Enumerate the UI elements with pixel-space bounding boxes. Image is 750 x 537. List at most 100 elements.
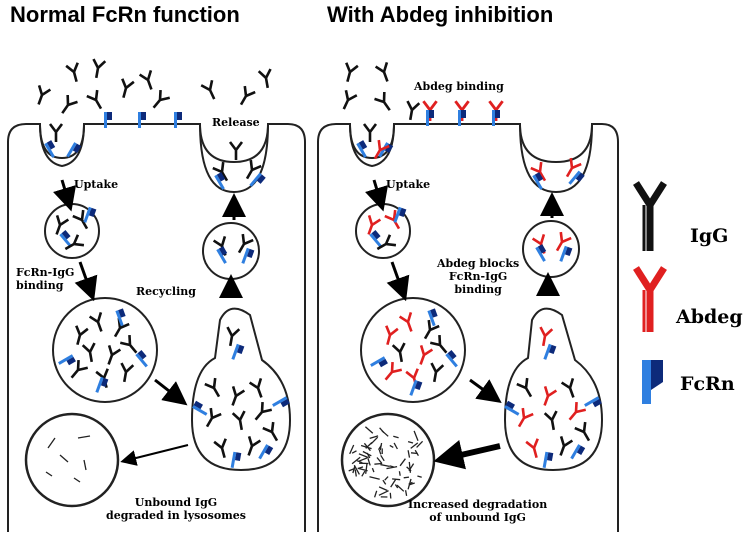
legend-label-abdeg: Abdeg	[676, 306, 743, 328]
abdeg-icon	[633, 266, 667, 332]
right-release-pit	[519, 123, 593, 194]
igg-molecule	[374, 91, 391, 111]
igg-molecule	[121, 78, 135, 98]
arrow-to-sorting-right	[469, 378, 502, 404]
fcrn-receptor	[138, 112, 146, 128]
igg-molecule	[262, 421, 279, 442]
label-abdeg-binding: Abdeg binding	[414, 80, 504, 93]
right-sorting-endosome	[503, 307, 604, 472]
fcrn-receptor	[427, 308, 438, 327]
igg-molecule	[574, 421, 591, 442]
igg-molecule	[61, 94, 78, 114]
igg-molecule	[226, 326, 241, 347]
right-uptake-pit	[349, 123, 395, 168]
fcrn-receptor	[426, 110, 434, 126]
abdeg-molecule	[367, 215, 382, 235]
fcrn-receptor	[584, 396, 602, 408]
fcrn-receptor	[568, 170, 585, 185]
igg-molecule	[376, 234, 397, 251]
igg-molecule	[86, 89, 103, 110]
igg-molecule	[391, 342, 406, 363]
molecule-layer	[37, 58, 602, 469]
arrow-degrade-right	[433, 440, 501, 470]
igg-molecule	[374, 62, 389, 82]
igg-molecule	[362, 123, 378, 142]
fcrn-receptor	[272, 396, 290, 408]
fcrn-receptor	[115, 308, 126, 327]
right-degraded-fragments	[348, 426, 424, 499]
igg-molecule	[560, 378, 575, 398]
fcrn-receptor	[458, 110, 466, 126]
fcrn-receptor	[95, 376, 109, 393]
fcrn-receptor	[104, 112, 112, 128]
arrow-binding-right	[386, 261, 410, 302]
left-sorting-endosome	[190, 307, 292, 472]
igg-molecule	[119, 334, 138, 354]
igg-molecule	[75, 325, 89, 345]
arrow-to-sorting-left	[154, 378, 188, 406]
igg-molecule	[228, 141, 244, 160]
fcrn-receptor	[58, 354, 76, 366]
fcrn-receptor	[231, 343, 245, 360]
igg-molecule	[257, 68, 272, 89]
fcrn-receptor	[66, 142, 82, 158]
right-endosome	[360, 297, 466, 403]
left-uptake-pit	[39, 123, 85, 168]
arrow-degrade-left	[120, 444, 189, 466]
legend-label-igg: IgG	[690, 225, 729, 247]
fcrn-receptor	[532, 172, 544, 190]
abdeg-molecule	[525, 438, 539, 458]
fcrn-receptor	[216, 246, 228, 264]
igg-molecule	[231, 386, 246, 406]
fcrn-receptor	[258, 444, 274, 460]
right-panel-title: With Abdeg inhibition	[327, 2, 554, 27]
igg-molecule	[65, 62, 79, 82]
fcrn-receptor	[174, 112, 182, 128]
fcrn-receptor	[135, 350, 148, 368]
igg-molecule	[138, 70, 153, 90]
igg-molecule	[48, 123, 64, 142]
left-panel-title: Normal FcRn function	[10, 2, 240, 27]
igg-molecule	[423, 319, 440, 340]
abdeg-molecule	[385, 325, 399, 345]
igg-molecule	[254, 401, 273, 421]
abdeg-molecule	[419, 345, 434, 365]
fcrn-receptor	[241, 247, 255, 264]
abdeg-molecule	[568, 401, 587, 421]
fcrn-receptor	[370, 356, 388, 368]
abdeg-molecule	[517, 407, 534, 428]
fcrn-receptor	[192, 400, 208, 416]
fcrn-receptor	[543, 343, 557, 360]
fcrn-receptor	[445, 350, 458, 368]
igg-molecule	[245, 159, 262, 180]
left-release-pit	[199, 123, 269, 194]
abdeg-molecule	[565, 157, 582, 178]
right-cell-membrane	[317, 123, 619, 532]
igg-molecule	[543, 410, 558, 431]
igg-molecule	[55, 215, 70, 235]
fcrn-receptor	[542, 451, 554, 469]
igg-molecule	[213, 438, 227, 458]
label-unbound-degraded: Unbound IgG degraded in lysosomes	[106, 496, 246, 522]
arrow-uptake-left	[53, 179, 77, 212]
igg-molecule	[247, 436, 262, 456]
left-cell-membrane	[7, 123, 306, 532]
igg-molecule	[152, 89, 171, 109]
abdeg-molecule	[539, 326, 554, 347]
igg-molecule	[204, 377, 221, 398]
fcrn-receptor	[559, 245, 573, 262]
fcrn-receptor	[214, 172, 226, 190]
igg-molecule	[70, 359, 89, 379]
label-increased-degradation: Increased degradation of unbound IgG	[408, 498, 548, 524]
label-release: Release	[212, 116, 260, 129]
igg-molecule	[430, 362, 445, 383]
label-recycling: Recycling	[136, 285, 196, 298]
abdeg-molecule	[555, 231, 572, 252]
igg-molecule	[200, 79, 216, 100]
left-lysosome	[24, 412, 120, 508]
abdeg-molecule	[398, 312, 413, 332]
fcrn-receptor	[393, 206, 407, 223]
fcrn-receptor	[409, 379, 423, 396]
igg-molecule	[342, 89, 358, 110]
